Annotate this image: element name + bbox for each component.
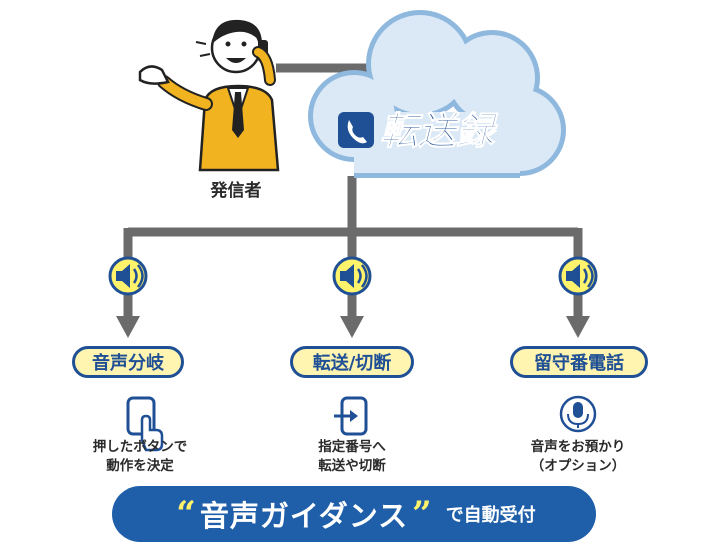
transfer-phone-icon	[334, 396, 368, 436]
speaker-icon	[558, 256, 598, 296]
caller-figure	[138, 19, 280, 172]
caption-line: （オプション）	[530, 458, 626, 474]
caption-line: 音声をお預かり	[530, 439, 626, 455]
arrow-down-icon	[116, 316, 140, 338]
branch-caption: 音声をお預かり （オプション）	[498, 438, 658, 476]
arrow-down-icon	[566, 316, 590, 338]
caption-line: 押したボタンで	[92, 439, 188, 455]
arrow-down-icon	[340, 316, 364, 338]
footer-banner: “ 音声ガイダンス ” で自動受付	[112, 486, 596, 542]
banner-suffix: で自動受付	[445, 505, 536, 526]
caption-line: 転送や切断	[318, 458, 386, 474]
banner-highlight: 音声ガイダンス	[199, 499, 409, 533]
branch-title: 留守番電話	[510, 346, 648, 378]
branch-title: 転送/切断	[290, 346, 414, 378]
phone-logo-icon	[338, 112, 374, 148]
service-name: 転送録	[380, 109, 498, 153]
open-quote: “	[176, 494, 196, 534]
speaker-icon	[332, 256, 372, 296]
touch-phone-icon	[126, 396, 164, 452]
caption-line: 動作を決定	[106, 458, 174, 474]
caller-label: 発信者	[210, 181, 262, 201]
close-quote: ”	[412, 494, 432, 534]
branch-caption: 指定番号へ 転送や切断	[282, 438, 422, 476]
branch-caption: 押したボタンで 動作を決定	[60, 438, 220, 476]
speaker-icon	[108, 256, 148, 296]
microphone-icon	[559, 395, 597, 433]
branch-title: 音声分岐	[72, 346, 184, 378]
caption-line: 指定番号へ	[318, 439, 386, 455]
